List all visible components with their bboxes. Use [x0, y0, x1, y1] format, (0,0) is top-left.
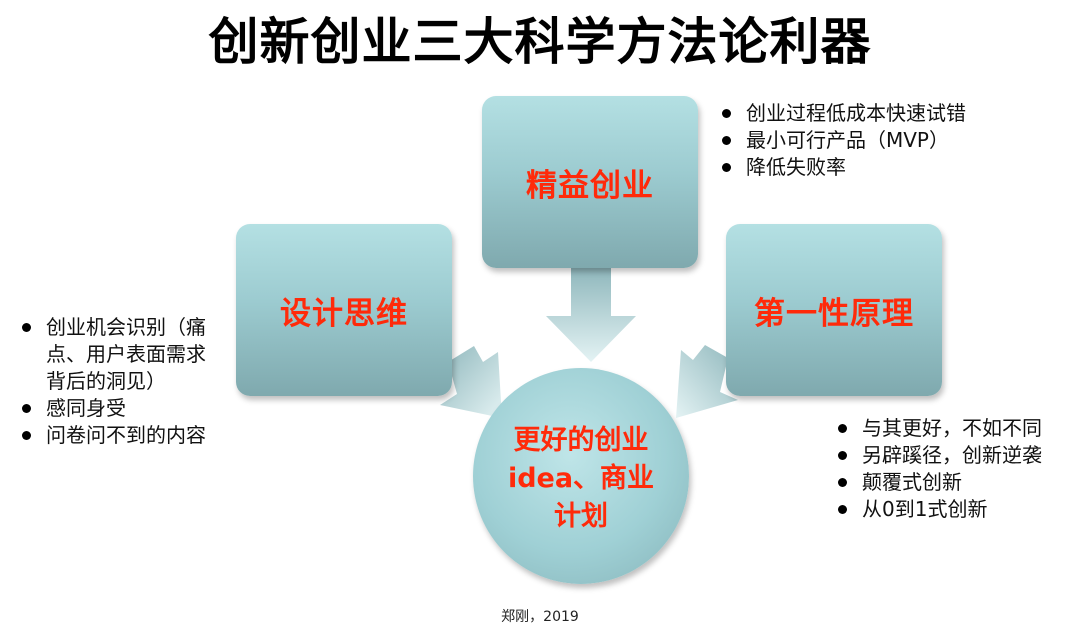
first-principles-bullet-list: 与其更好，不如不同 另辟蹊径，创新逆袭 颠覆式创新 从0到1式创新	[836, 415, 1042, 523]
design-thinking-label: 设计思维	[280, 295, 408, 332]
center-line-2: idea、商业	[507, 463, 655, 494]
credit-caption: 郑刚，2019	[501, 609, 579, 625]
page-title: 创新创业三大科学方法论利器	[208, 13, 872, 71]
list-item: 最小可行产品（MVP）	[720, 127, 966, 154]
center-circle	[473, 368, 689, 584]
list-item: 感同身受	[46, 396, 126, 420]
lean-startup-label: 精益创业	[526, 167, 654, 204]
first-principles-label: 第一性原理	[754, 295, 914, 332]
design-bullet-list: 创业机会识别（痛 点、用户表面需求 背后的洞见） 感同身受 问卷问不到的内容	[20, 314, 206, 449]
list-item: 降低失败率	[720, 154, 966, 181]
list-item: 与其更好，不如不同	[836, 415, 1042, 442]
design-thinking-box: 设计思维	[236, 224, 452, 396]
list-item: 颠覆式创新	[836, 469, 1042, 496]
arrow-left-diag	[440, 346, 502, 418]
list-item-continuation: 点、用户表面需求	[46, 342, 206, 366]
lean-bullet-list: 创业过程低成本快速试错 最小可行产品（MVP） 降低失败率	[720, 100, 966, 181]
list-item: 从0到1式创新	[836, 496, 1042, 523]
bullet-dot	[22, 431, 31, 440]
list-item: 另辟蹊径，创新逆袭	[836, 442, 1042, 469]
first-principles-box: 第一性原理	[726, 224, 942, 396]
list-item: 创业过程低成本快速试错	[720, 100, 966, 127]
bullet-dot	[22, 323, 31, 332]
list-item: 创业机会识别（痛	[46, 315, 206, 339]
center-label: 更好的创业 idea、商业 计划	[473, 422, 689, 536]
arrow-down	[546, 268, 636, 362]
arrow-right-diag	[676, 345, 738, 418]
center-line-1: 更好的创业	[513, 425, 649, 456]
list-item-continuation: 背后的洞见）	[46, 369, 166, 393]
center-line-3: 计划	[554, 501, 608, 532]
lean-startup-box: 精益创业	[482, 96, 698, 268]
list-item: 问卷问不到的内容	[46, 423, 206, 447]
bullet-dot	[22, 404, 31, 413]
